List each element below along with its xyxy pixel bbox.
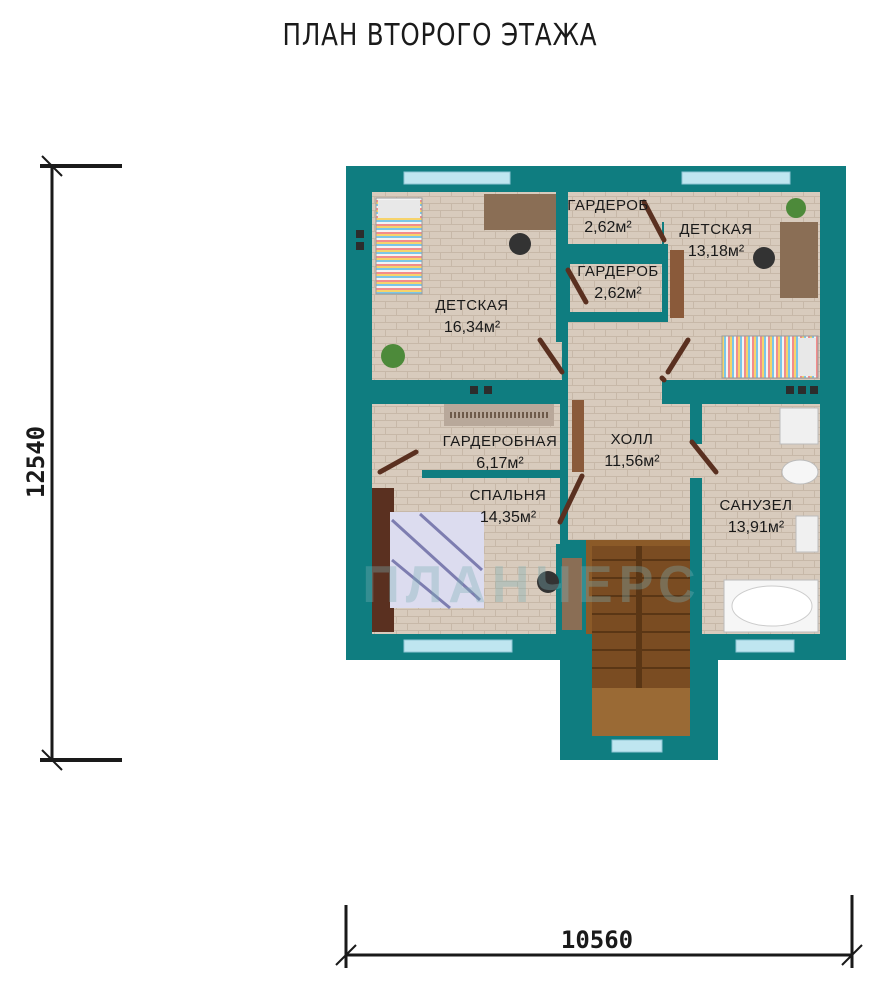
- furniture: [356, 194, 819, 633]
- width-dimension-label: 10560: [561, 926, 633, 954]
- doors: [377, 199, 719, 525]
- room-area: 13,18м²: [688, 243, 745, 260]
- room-name: ГАРДЕРОБ: [577, 263, 658, 280]
- room-area: 13,91м²: [728, 519, 785, 536]
- room-area: 2,62м²: [584, 219, 632, 236]
- room-area: 11,56м²: [604, 453, 660, 470]
- height-dimension-label: 12540: [22, 426, 50, 498]
- width-dimension: 10560: [335, 895, 863, 968]
- windows: [403, 171, 795, 753]
- room-area: 14,35м²: [480, 509, 537, 526]
- room-area: 16,34м²: [444, 319, 501, 336]
- plan-title: ПЛАН ВТОРОГО ЭТАЖА: [282, 18, 598, 53]
- room-name: ДЕТСКАЯ: [679, 221, 752, 238]
- room-area: 6,17м²: [476, 455, 524, 472]
- room-name: ДЕТСКАЯ: [435, 297, 508, 314]
- watermark: ПЛАНЧЕРС: [362, 556, 701, 614]
- room-name: ГАРДЕРОБНАЯ: [443, 433, 558, 450]
- room-labels: ДЕТСКАЯ 16,34м² ГАРДЕРОБ 2,62м² ГАРДЕРОБ…: [435, 197, 792, 536]
- room-name: САНУЗЕЛ: [720, 497, 793, 514]
- room-name: ХОЛЛ: [611, 431, 654, 448]
- height-dimension: 12540: [22, 155, 122, 771]
- room-area: 2,62м²: [594, 285, 642, 302]
- room-name: ГАРДЕРОБ: [567, 197, 648, 214]
- room-name: СПАЛЬНЯ: [470, 487, 547, 504]
- staircase: [592, 546, 690, 736]
